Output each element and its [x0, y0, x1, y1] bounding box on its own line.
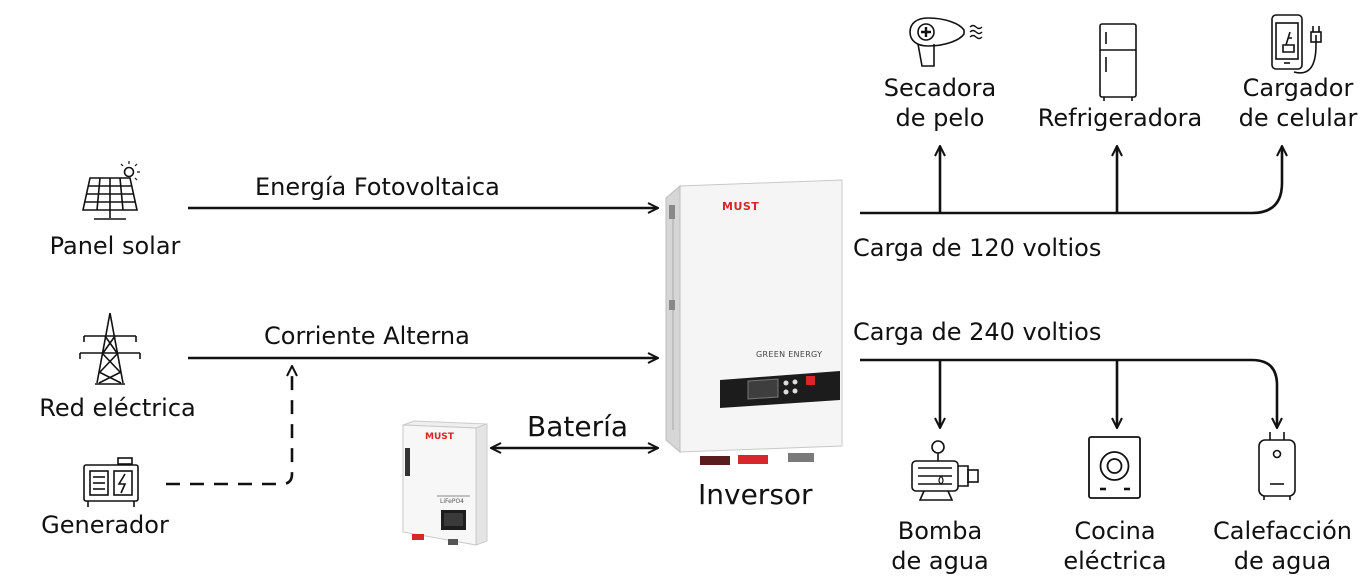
refrigerator-label: Refrigeradora	[1037, 104, 1203, 132]
battery-flow-label: Batería	[527, 410, 629, 443]
water-pump-icon	[911, 440, 979, 501]
bus-120v	[860, 146, 1282, 215]
solar-panel-icon	[82, 161, 140, 220]
load-120v-label: Carga de 120 voltios	[853, 234, 1102, 262]
refrigerator-icon	[1099, 23, 1137, 101]
inverter-brand-logo: MUST	[722, 200, 760, 213]
water-heater-label: Calefacción de agua	[1212, 517, 1352, 575]
cooktop-icon	[1088, 436, 1141, 499]
hair-dryer-icon	[909, 17, 983, 67]
generator-icon	[83, 457, 139, 507]
hair-dryer-label: Secadora de pelo	[883, 74, 997, 132]
inverter-unit	[665, 179, 843, 465]
power-grid-label: Red eléctrica	[39, 394, 196, 422]
generator-dashed-connector	[166, 366, 292, 486]
bus-240v	[860, 358, 1277, 428]
pv-flow-label: Energía Fotovoltaica	[255, 173, 500, 201]
ac-flow-label: Corriente Alterna	[264, 322, 470, 350]
generator-label: Generador	[41, 511, 169, 539]
solar-panel-label: Panel solar	[49, 232, 181, 260]
battery-model-label: LiFePO4	[440, 498, 464, 505]
cooktop-label: Cocina eléctrica	[1063, 517, 1167, 575]
water-pump-label: Bomba de agua	[891, 517, 989, 575]
inverter-subbrand-logo: GREEN ENERGY	[756, 350, 823, 359]
load-240v-label: Carga de 240 voltios	[853, 318, 1102, 346]
battery-unit	[402, 420, 488, 546]
power-tower-icon	[79, 312, 141, 385]
battery-brand-logo: MUST	[425, 432, 454, 442]
phone-charger-icon	[1271, 14, 1322, 74]
inverter-label: Inversor	[698, 478, 813, 511]
water-heater-icon	[1258, 432, 1296, 500]
phone-charger-label: Cargador de celular	[1238, 74, 1358, 132]
